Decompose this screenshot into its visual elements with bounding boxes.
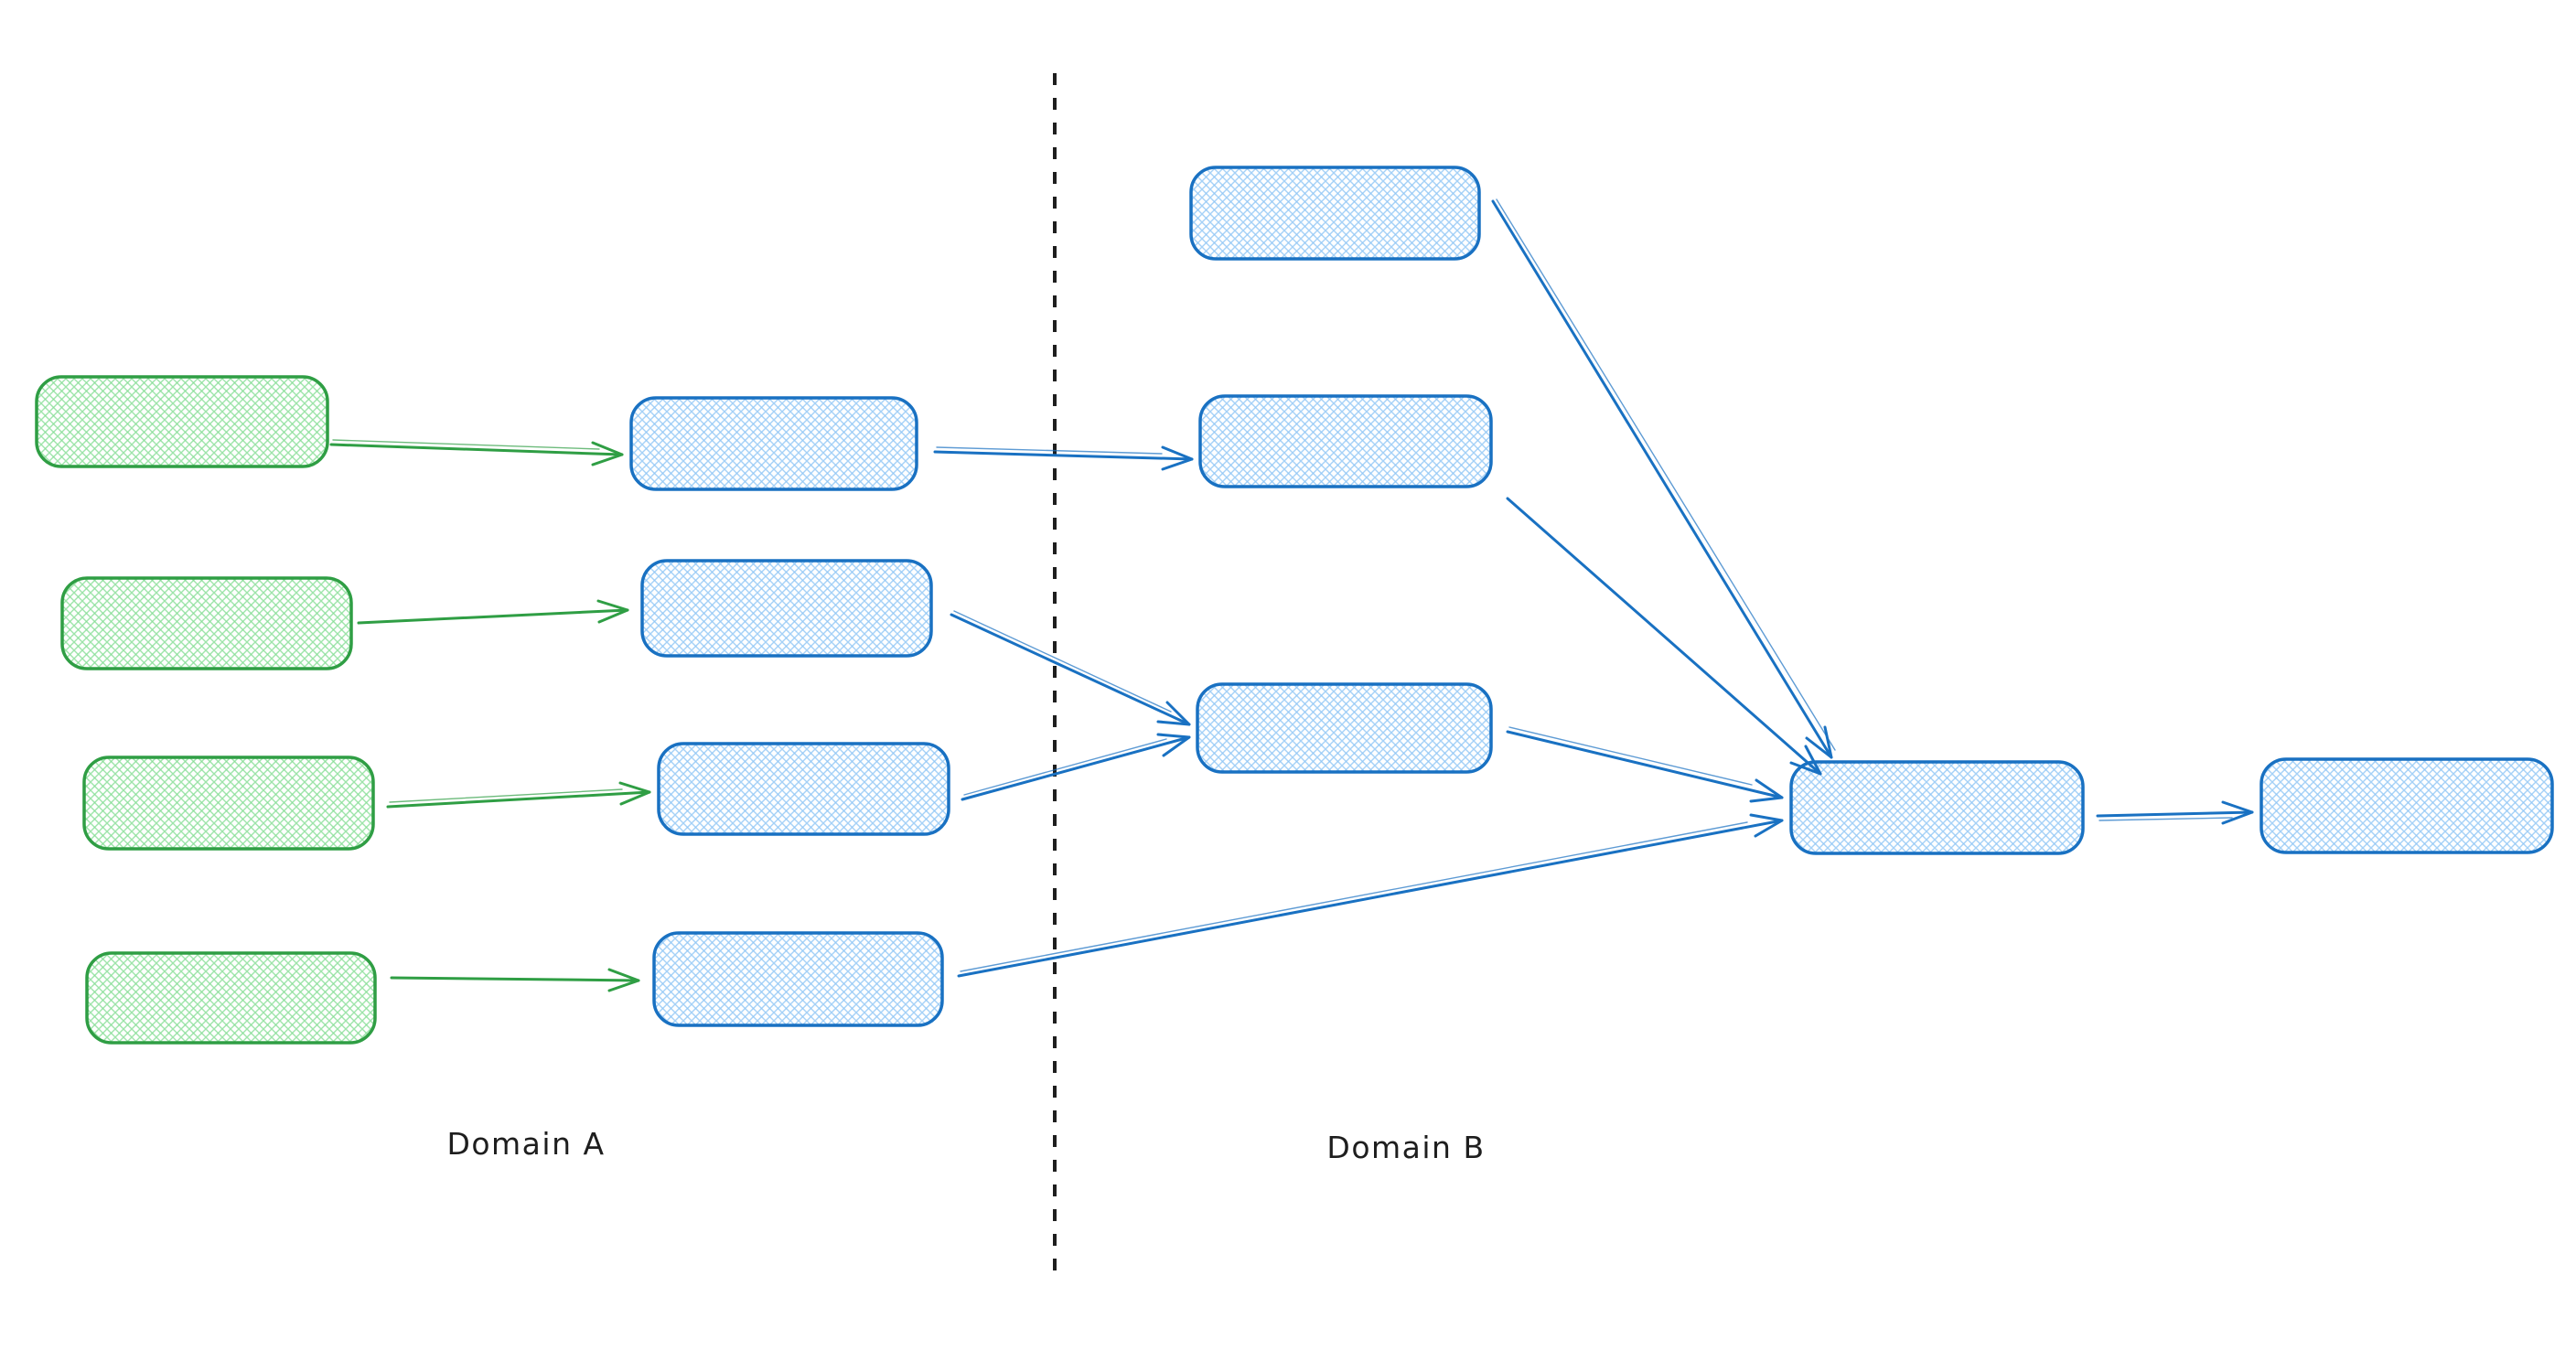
edge-a2-p2-line	[357, 608, 629, 625]
edge-b3-merge-line	[1506, 730, 1784, 799]
node-b2-blue-box	[1198, 394, 1493, 488]
edge-p3-b3-arrowhead	[1156, 733, 1191, 757]
edge-b2-merge	[1506, 497, 1822, 776]
edge-p2-b3-line	[950, 613, 1191, 726]
edge-b1-merge-line	[1491, 199, 1833, 759]
domain-a-label: Domain A	[446, 1126, 605, 1162]
edge-merge-out-line	[2096, 810, 2254, 818]
edge-p3-b3-line	[961, 735, 1191, 801]
edge-a2-p2-arrowhead	[596, 599, 629, 624]
node-a3-green-box	[82, 756, 375, 851]
node-a2-green-box	[60, 576, 353, 670]
node-merge-blue-box	[1789, 760, 2085, 855]
edge-p1-b2	[933, 445, 1194, 471]
node-a1-green-box	[35, 375, 329, 468]
edge-p2-b3	[950, 610, 1191, 726]
node-b3-blue-box	[1196, 682, 1493, 774]
edge-p1-b2-sketch-line	[936, 446, 1163, 455]
edge-a3-p3-sketch-line	[389, 788, 623, 803]
node-p1-blue-box	[629, 396, 918, 491]
edge-p1-b2-arrowhead	[1161, 445, 1194, 471]
edge-a3-p3-arrowhead	[618, 781, 651, 806]
node-a4-green-box	[85, 951, 377, 1045]
edge-a4-p4	[390, 968, 640, 992]
edge-a1-p1-line	[329, 443, 624, 456]
edge-a1-p1-sketch-line	[332, 439, 600, 450]
edge-a1-p1	[329, 439, 624, 466]
edge-p4-merge	[957, 813, 1784, 978]
node-p3-blue-box	[657, 742, 950, 836]
edge-b1-merge-arrowhead	[1805, 725, 1833, 759]
edge-p4-merge-sketch-line	[960, 821, 1748, 972]
node-p4-blue-box	[652, 931, 944, 1027]
edge-p2-b3-sketch-line	[953, 610, 1172, 713]
edge-b3-merge	[1506, 726, 1784, 803]
edge-p3-b3	[961, 733, 1191, 801]
edge-p3-b3-sketch-line	[963, 738, 1167, 796]
node-out-blue-box	[2259, 757, 2554, 854]
node-p2-blue-box	[640, 559, 933, 658]
edge-p1-b2-line	[933, 450, 1194, 461]
edge-p4-merge-line	[957, 819, 1784, 978]
edge-a3-p3	[386, 781, 651, 809]
edge-b2-merge-line	[1506, 497, 1822, 776]
edge-a2-p2	[357, 599, 629, 625]
edge-merge-out	[2096, 800, 2254, 825]
edge-a4-p4-arrowhead	[607, 968, 640, 992]
edge-p2-b3-arrowhead	[1156, 701, 1191, 726]
edge-b3-merge-arrowhead	[1749, 778, 1784, 803]
edge-p4-merge-arrowhead	[1749, 813, 1784, 838]
edge-b3-merge-sketch-line	[1508, 726, 1753, 786]
edge-a1-p1-arrowhead	[591, 441, 624, 466]
edge-merge-out-sketch-line	[2098, 817, 2233, 821]
edge-b2-merge-arrowhead	[1789, 745, 1822, 776]
domain-b-label: Domain B	[1326, 1130, 1485, 1165]
node-b1-blue-box	[1189, 166, 1481, 261]
edge-a4-p4-line	[390, 976, 640, 982]
edge-merge-out-arrowhead	[2221, 800, 2254, 825]
edge-a3-p3-line	[386, 790, 651, 809]
edge-b1-merge	[1491, 198, 1836, 759]
edge-b1-merge-sketch-line	[1496, 198, 1836, 751]
